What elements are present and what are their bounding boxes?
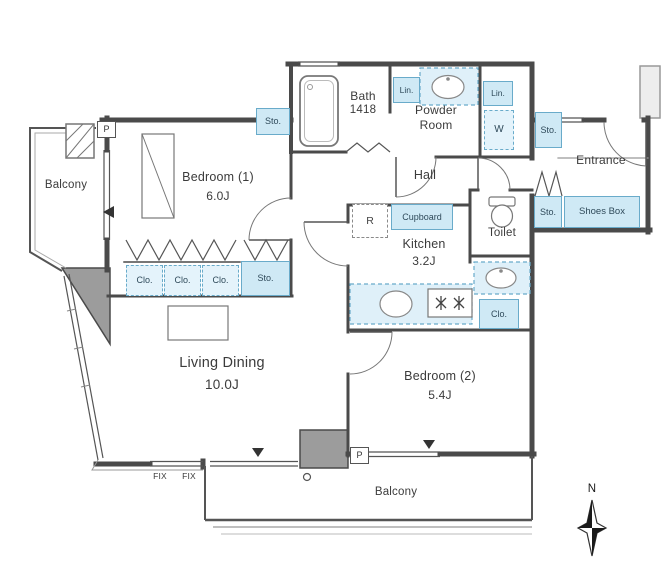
- closet-label: Clo.: [212, 275, 229, 285]
- room-label-entrance: Entrance: [576, 153, 626, 167]
- room-label-balcony-bottom: Balcony: [374, 486, 418, 498]
- room-label-powder-2: Room: [419, 118, 453, 132]
- refrigerator-label: R: [366, 214, 374, 227]
- storage-label: Sto.: [540, 124, 557, 135]
- closet-box-3: Clo.: [202, 265, 239, 296]
- linen-box-1: Lin.: [393, 77, 420, 103]
- vanity-sink-icon: [419, 67, 479, 106]
- pipe-shaft-label: P: [356, 450, 363, 460]
- pipe-shaft-top: P: [97, 121, 116, 138]
- shoes-box-label: Shoes Box: [579, 206, 625, 218]
- closet-box-bedroom2: Clo.: [479, 299, 519, 329]
- accordion-doors: [125, 142, 563, 262]
- storage-box-bedroom1: Sto.: [256, 108, 290, 135]
- shoes-box: Shoes Box: [564, 196, 640, 228]
- room-size-bath: 1418: [349, 104, 377, 116]
- linen-box-2: Lin.: [483, 81, 513, 106]
- closet-label: Clo.: [174, 275, 191, 285]
- room-label-bedroom1: Bedroom (1): [182, 170, 254, 184]
- washer-label: W: [494, 124, 504, 135]
- fixed-window-label-2: FIX: [182, 471, 196, 481]
- compass-north-label: N: [587, 483, 597, 495]
- section-markers: [103, 206, 435, 457]
- closet-label: Clo.: [490, 308, 507, 319]
- fixed-window-label-1: FIX: [153, 471, 167, 481]
- storage-box-entrance: Sto.: [534, 196, 562, 228]
- table-icon: [167, 305, 229, 341]
- room-size-living-dining: 10.0J: [204, 377, 240, 392]
- room-label-balcony-left: Balcony: [44, 179, 88, 191]
- room-size-kitchen: 3.2J: [412, 254, 436, 268]
- bathtub-icon: [299, 75, 339, 147]
- windows: [63, 61, 584, 467]
- kitchen-counter-icon: [349, 283, 473, 325]
- washbasin-icon: [473, 261, 531, 295]
- linen-label: Lin.: [399, 84, 414, 95]
- refrigerator-box: R: [352, 204, 388, 238]
- closet-box-2: Clo.: [164, 265, 201, 296]
- room-size-bedroom2: 5.4J: [428, 388, 452, 402]
- toilet-icon: [488, 196, 516, 228]
- linen-label: Lin.: [491, 88, 505, 99]
- room-label-bath: Bath: [350, 89, 376, 103]
- storage-label: Sto.: [264, 116, 281, 126]
- room-size-bedroom1: 6.0J: [206, 189, 230, 203]
- closet-box-1: Clo.: [126, 265, 163, 296]
- door-swings: [248, 121, 647, 375]
- window-ticks: [66, 308, 91, 388]
- balcony-bottom-outline: [91, 456, 533, 535]
- concrete-columns: [60, 65, 661, 469]
- storage-box-entrance-top: Sto.: [535, 112, 562, 148]
- cupboard-label: Cupboard: [402, 211, 442, 222]
- room-label-bedroom2: Bedroom (2): [404, 369, 476, 383]
- compass-icon: [576, 499, 608, 557]
- washer-box: W: [484, 110, 514, 150]
- wardrobe-icon: [141, 133, 175, 219]
- room-label-kitchen: Kitchen: [402, 237, 446, 251]
- pipe-shaft-label: P: [103, 124, 110, 134]
- storage-box-closet-row: Sto.: [241, 261, 290, 296]
- pipe-shaft-bottom: P: [350, 447, 369, 464]
- closet-label: Clo.: [136, 275, 153, 285]
- storage-label: Sto.: [539, 206, 556, 217]
- room-label-toilet: Toilet: [487, 227, 517, 239]
- balcony-left-outline: [29, 127, 96, 272]
- balcony-partition-icon: [65, 123, 95, 159]
- room-label-hall: Hall: [413, 168, 437, 182]
- storage-label: Sto.: [257, 273, 274, 283]
- room-label-powder-1: Powder: [415, 103, 457, 117]
- cupboard-box: Cupboard: [391, 204, 453, 230]
- drain-marker: [302, 472, 312, 482]
- room-label-living-dining: Living Dining: [179, 355, 265, 371]
- stove-burner-icon: [435, 296, 465, 310]
